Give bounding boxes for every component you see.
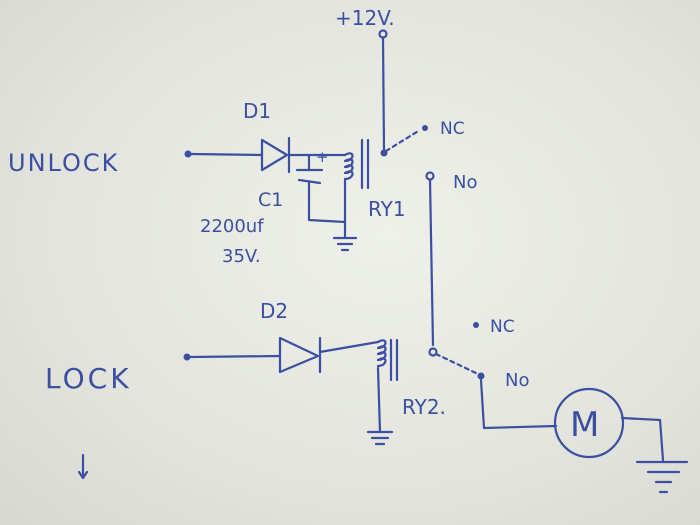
ry2-label: RY2. — [402, 395, 446, 419]
lock-label: LOCK — [45, 362, 132, 395]
supply-terminal — [378, 29, 388, 39]
ry1-nc-contact — [422, 125, 428, 131]
motor-ground-symbol — [635, 460, 689, 494]
supply-wire — [381, 36, 386, 152]
c1-plus-label: + — [316, 148, 329, 166]
unlock-wire — [189, 152, 264, 157]
lock-wire — [188, 354, 282, 359]
ry1-nc-label: NC — [440, 119, 465, 139]
ry1-no-label: No — [453, 172, 477, 193]
arrow-mark — [77, 453, 89, 480]
d2-diode-symbol — [278, 336, 380, 374]
d1-diode-symbol — [260, 136, 347, 174]
ry1-label: RY1 — [368, 197, 406, 221]
supply-label: +12V. — [335, 6, 395, 30]
ry2-no-contact — [477, 372, 485, 380]
ry1-no-contact — [425, 171, 435, 181]
c1-label: C1 — [258, 189, 283, 211]
unlock-terminal — [184, 150, 192, 158]
motor-symbol — [553, 387, 625, 459]
c1-voltage: 35V. — [222, 246, 261, 267]
c1-capacitance: 2200uf — [200, 216, 264, 237]
ry2-coil-symbol — [376, 338, 399, 434]
ry2-ground-symbol — [366, 430, 394, 446]
ry2-common-contact — [428, 347, 438, 357]
unlock-label: UNLOCK — [8, 149, 119, 177]
ry2-no-label: No — [505, 370, 529, 391]
interlink-wire — [428, 178, 435, 347]
ry1-ground-symbol — [332, 236, 358, 252]
c1-capacitor-symbol — [295, 153, 347, 224]
ry2-nc-contact — [473, 322, 479, 328]
motor-ground-wire — [620, 416, 665, 462]
d2-label: D2 — [260, 299, 288, 323]
lock-terminal — [183, 353, 191, 361]
ry1-coil-symbol — [343, 138, 370, 240]
motor-feed-wire — [479, 378, 558, 430]
motor-label: M — [570, 405, 599, 445]
ry2-nc-label: NC — [490, 317, 515, 337]
d1-label: D1 — [243, 99, 271, 123]
ry1-switch-arm — [384, 128, 422, 153]
ry2-switch-arm — [434, 352, 480, 376]
